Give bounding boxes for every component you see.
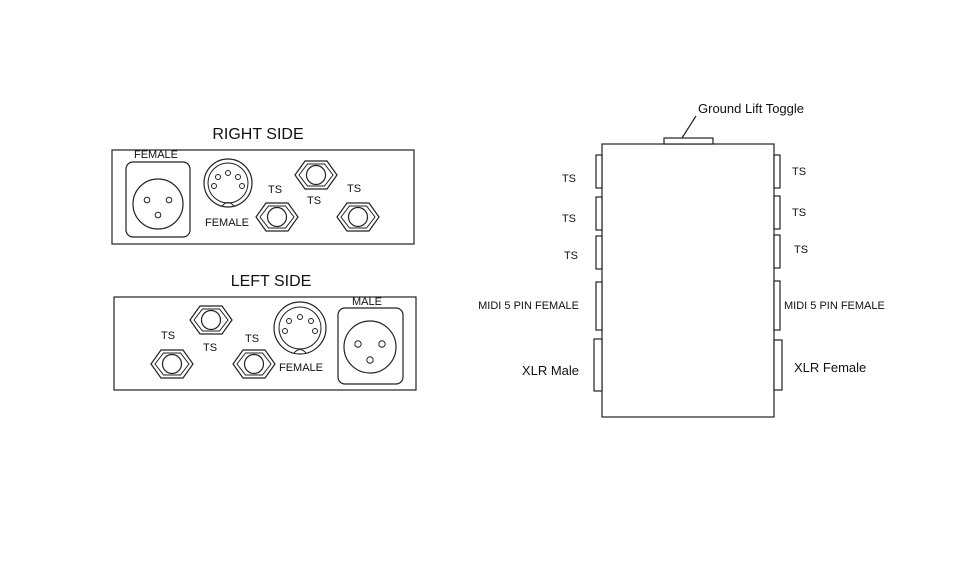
right-connectors <box>773 154 783 391</box>
ts-label: TS <box>203 342 217 354</box>
ts-label: TS <box>268 184 282 196</box>
right-port-label: XLR Female <box>794 360 866 375</box>
right-midi-label: FEMALE <box>205 217 249 229</box>
ts-label: TS <box>307 195 321 207</box>
left-connectors <box>593 154 603 392</box>
left-xlr-label: MALE <box>352 296 382 308</box>
ts-jack <box>189 305 233 335</box>
right-xlr-label: FEMALE <box>134 149 178 161</box>
toggle-leader-line <box>681 115 697 139</box>
left-midi-label: FEMALE <box>279 362 323 374</box>
ts-jack <box>336 202 380 232</box>
ts-label: TS <box>347 183 361 195</box>
midi-female-connector <box>273 301 327 355</box>
device-body <box>601 143 775 418</box>
left-port-label: TS <box>562 173 576 185</box>
ts-jack <box>150 349 194 379</box>
ts-jack <box>255 202 299 232</box>
ts-jack <box>232 349 276 379</box>
xlr-male-connector <box>337 307 404 385</box>
left-port-label: MIDI 5 PIN FEMALE <box>478 300 579 312</box>
ground-lift-toggle-label: Ground Lift Toggle <box>698 101 804 116</box>
left-port-label: TS <box>564 250 578 262</box>
ts-label: TS <box>161 330 175 342</box>
right-port-label: TS <box>792 207 806 219</box>
right-port-label: TS <box>794 244 808 256</box>
right-port-label: MIDI 5 PIN FEMALE <box>784 300 885 312</box>
left-port-label: TS <box>562 213 576 225</box>
left-side-title: LEFT SIDE <box>231 273 312 290</box>
ts-jack <box>294 160 338 190</box>
ground-lift-toggle <box>663 137 714 145</box>
right-side-title: RIGHT SIDE <box>212 126 303 143</box>
right-port-label: TS <box>792 166 806 178</box>
left-port-label: XLR Male <box>522 363 579 378</box>
midi-female-connector <box>203 158 253 208</box>
ts-label: TS <box>245 333 259 345</box>
xlr-female-connector <box>125 161 191 238</box>
